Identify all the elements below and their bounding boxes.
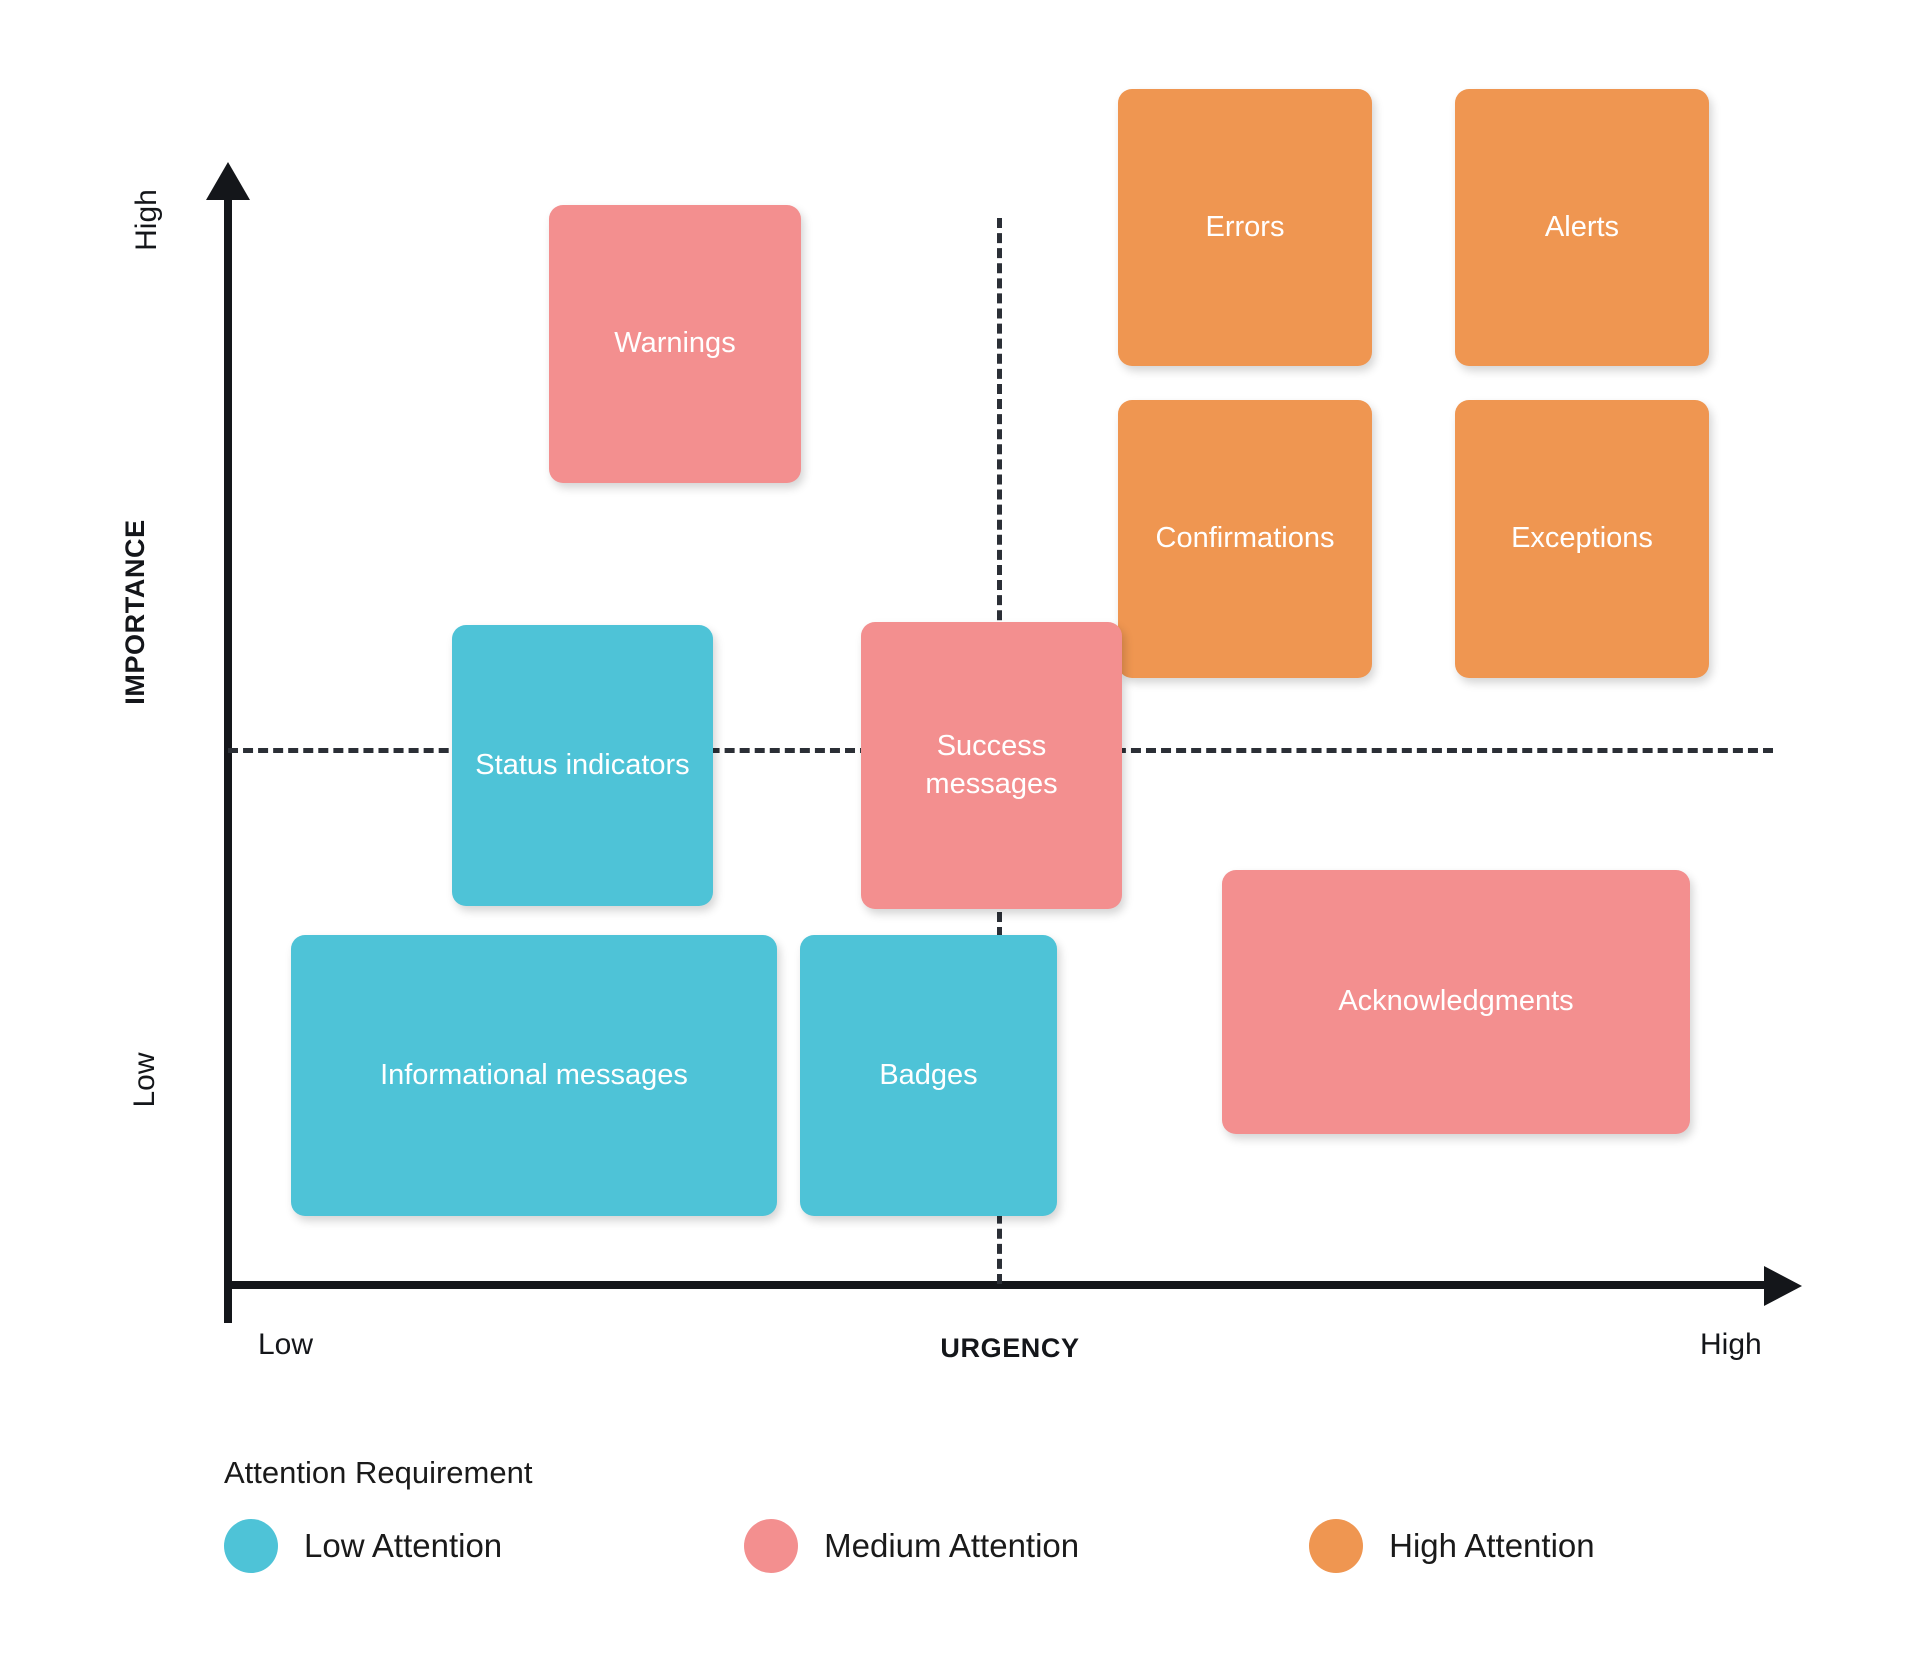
x-axis-high-tick-label: High	[1700, 1328, 1762, 1361]
matrix-card[interactable]: Warnings	[549, 205, 801, 483]
matrix-card[interactable]: Informational messages	[291, 935, 777, 1216]
legend-item-label: Medium Attention	[824, 1527, 1080, 1564]
x-axis-low-tick-label: Low	[258, 1328, 314, 1361]
legend-swatch-circle-icon	[224, 1519, 278, 1573]
y-axis-line	[224, 196, 232, 1126]
matrix-card[interactable]: Exceptions	[1455, 400, 1709, 678]
y-axis-arrow-icon	[206, 162, 250, 200]
legend: Attention Requirement Low Attention Mediu…	[224, 1455, 1784, 1573]
legend-title: Attention Requirement	[224, 1455, 533, 1490]
matrix-card-label: Confirmations	[1155, 522, 1335, 555]
legend-item[interactable]: Medium Attention	[744, 1519, 1079, 1573]
y-axis-low-tick-label: Low	[128, 1052, 161, 1108]
matrix-card-label: Informational messages	[380, 1058, 688, 1091]
y-axis-title: IMPORTANCE	[120, 519, 150, 705]
legend-item-label: Low Attention	[304, 1527, 503, 1564]
matrix-card[interactable]: Confirmations	[1118, 400, 1372, 678]
legend-items: Low Attention Medium Attention High Attent…	[224, 1519, 1784, 1573]
matrix-card[interactable]: Acknowledgments	[1222, 870, 1690, 1134]
legend-item[interactable]: High Attention	[1309, 1519, 1595, 1573]
y-axis-lower-stem	[224, 1126, 232, 1323]
matrix-card-label: Errors	[1205, 210, 1285, 243]
matrix-card-label: Alerts	[1544, 210, 1620, 243]
x-axis-line	[228, 1281, 1773, 1289]
matrix-card-label: Warnings	[614, 327, 736, 360]
matrix-card-label: Acknowledgments	[1338, 985, 1574, 1018]
legend-item-label: High Attention	[1389, 1527, 1595, 1564]
matrix-card[interactable]: Errors	[1118, 89, 1372, 366]
y-axis-high-tick-label: High	[130, 189, 163, 251]
matrix-card-label: Exceptions	[1511, 522, 1653, 555]
matrix-card-label: Badges	[879, 1058, 978, 1091]
matrix-card[interactable]: Badges	[800, 935, 1057, 1216]
legend-swatch-circle-icon	[1309, 1519, 1364, 1573]
x-axis-title: URGENCY	[940, 1333, 1080, 1363]
legend-item[interactable]: Low Attention	[224, 1519, 502, 1573]
matrix-card[interactable]: Success messages	[861, 622, 1122, 909]
legend-swatch-circle-icon	[744, 1519, 799, 1573]
matrix-card-label: Status indicators	[475, 748, 690, 781]
matrix-card[interactable]: Alerts	[1455, 89, 1709, 366]
matrix-card-label: Success messages	[925, 730, 1058, 800]
x-axis-arrow-icon	[1764, 1266, 1802, 1306]
matrix-card[interactable]: Status indicators	[452, 625, 713, 906]
